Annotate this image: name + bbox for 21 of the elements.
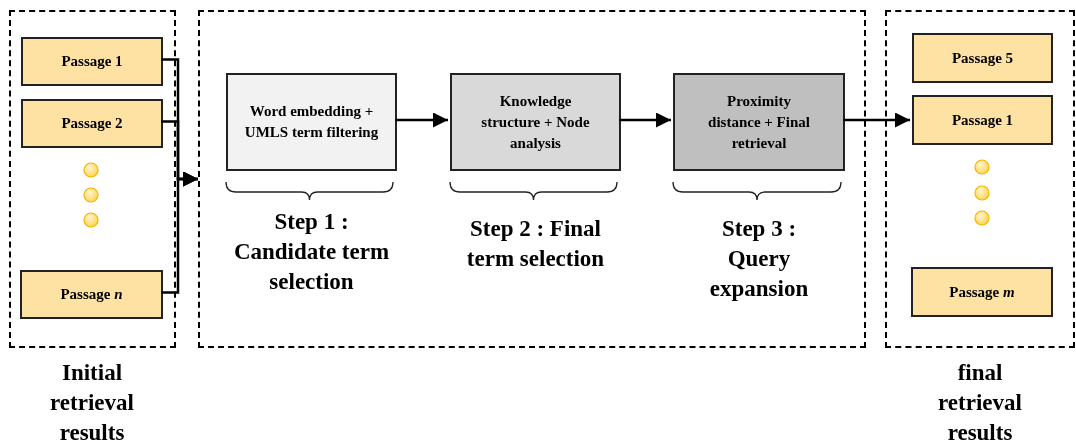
passage-box: Passage 2 bbox=[21, 99, 163, 148]
passage-box: Passage 1 bbox=[912, 95, 1053, 145]
dashed-group-box bbox=[9, 10, 176, 348]
passage-box: Passage m bbox=[911, 267, 1053, 317]
passage-box: Passage 5 bbox=[912, 33, 1053, 83]
step-caption: Step 1 : Candidate term selection bbox=[232, 208, 391, 296]
arrow bbox=[161, 171, 198, 294]
passage-box: Passage 1 bbox=[21, 37, 163, 86]
dashed-group-box bbox=[198, 10, 866, 348]
group-caption: Initial retrieval results bbox=[49, 359, 135, 447]
process-box: Word embedding + UMLS term filtering bbox=[226, 73, 397, 171]
group-caption: final retrieval results bbox=[937, 359, 1023, 447]
step-caption: Step 2 : Final term selection bbox=[465, 215, 606, 273]
arrow bbox=[843, 112, 910, 128]
process-box: Proximity distance + Final retrieval bbox=[673, 73, 845, 171]
passage-box: Passage n bbox=[20, 270, 163, 319]
dashed-group-box bbox=[885, 10, 1075, 348]
process-box: Knowledge structure + Node analysis bbox=[450, 73, 621, 171]
arrow bbox=[619, 112, 671, 128]
step-caption: Step 3 : Query expansion bbox=[708, 215, 810, 303]
arrow bbox=[395, 112, 448, 128]
